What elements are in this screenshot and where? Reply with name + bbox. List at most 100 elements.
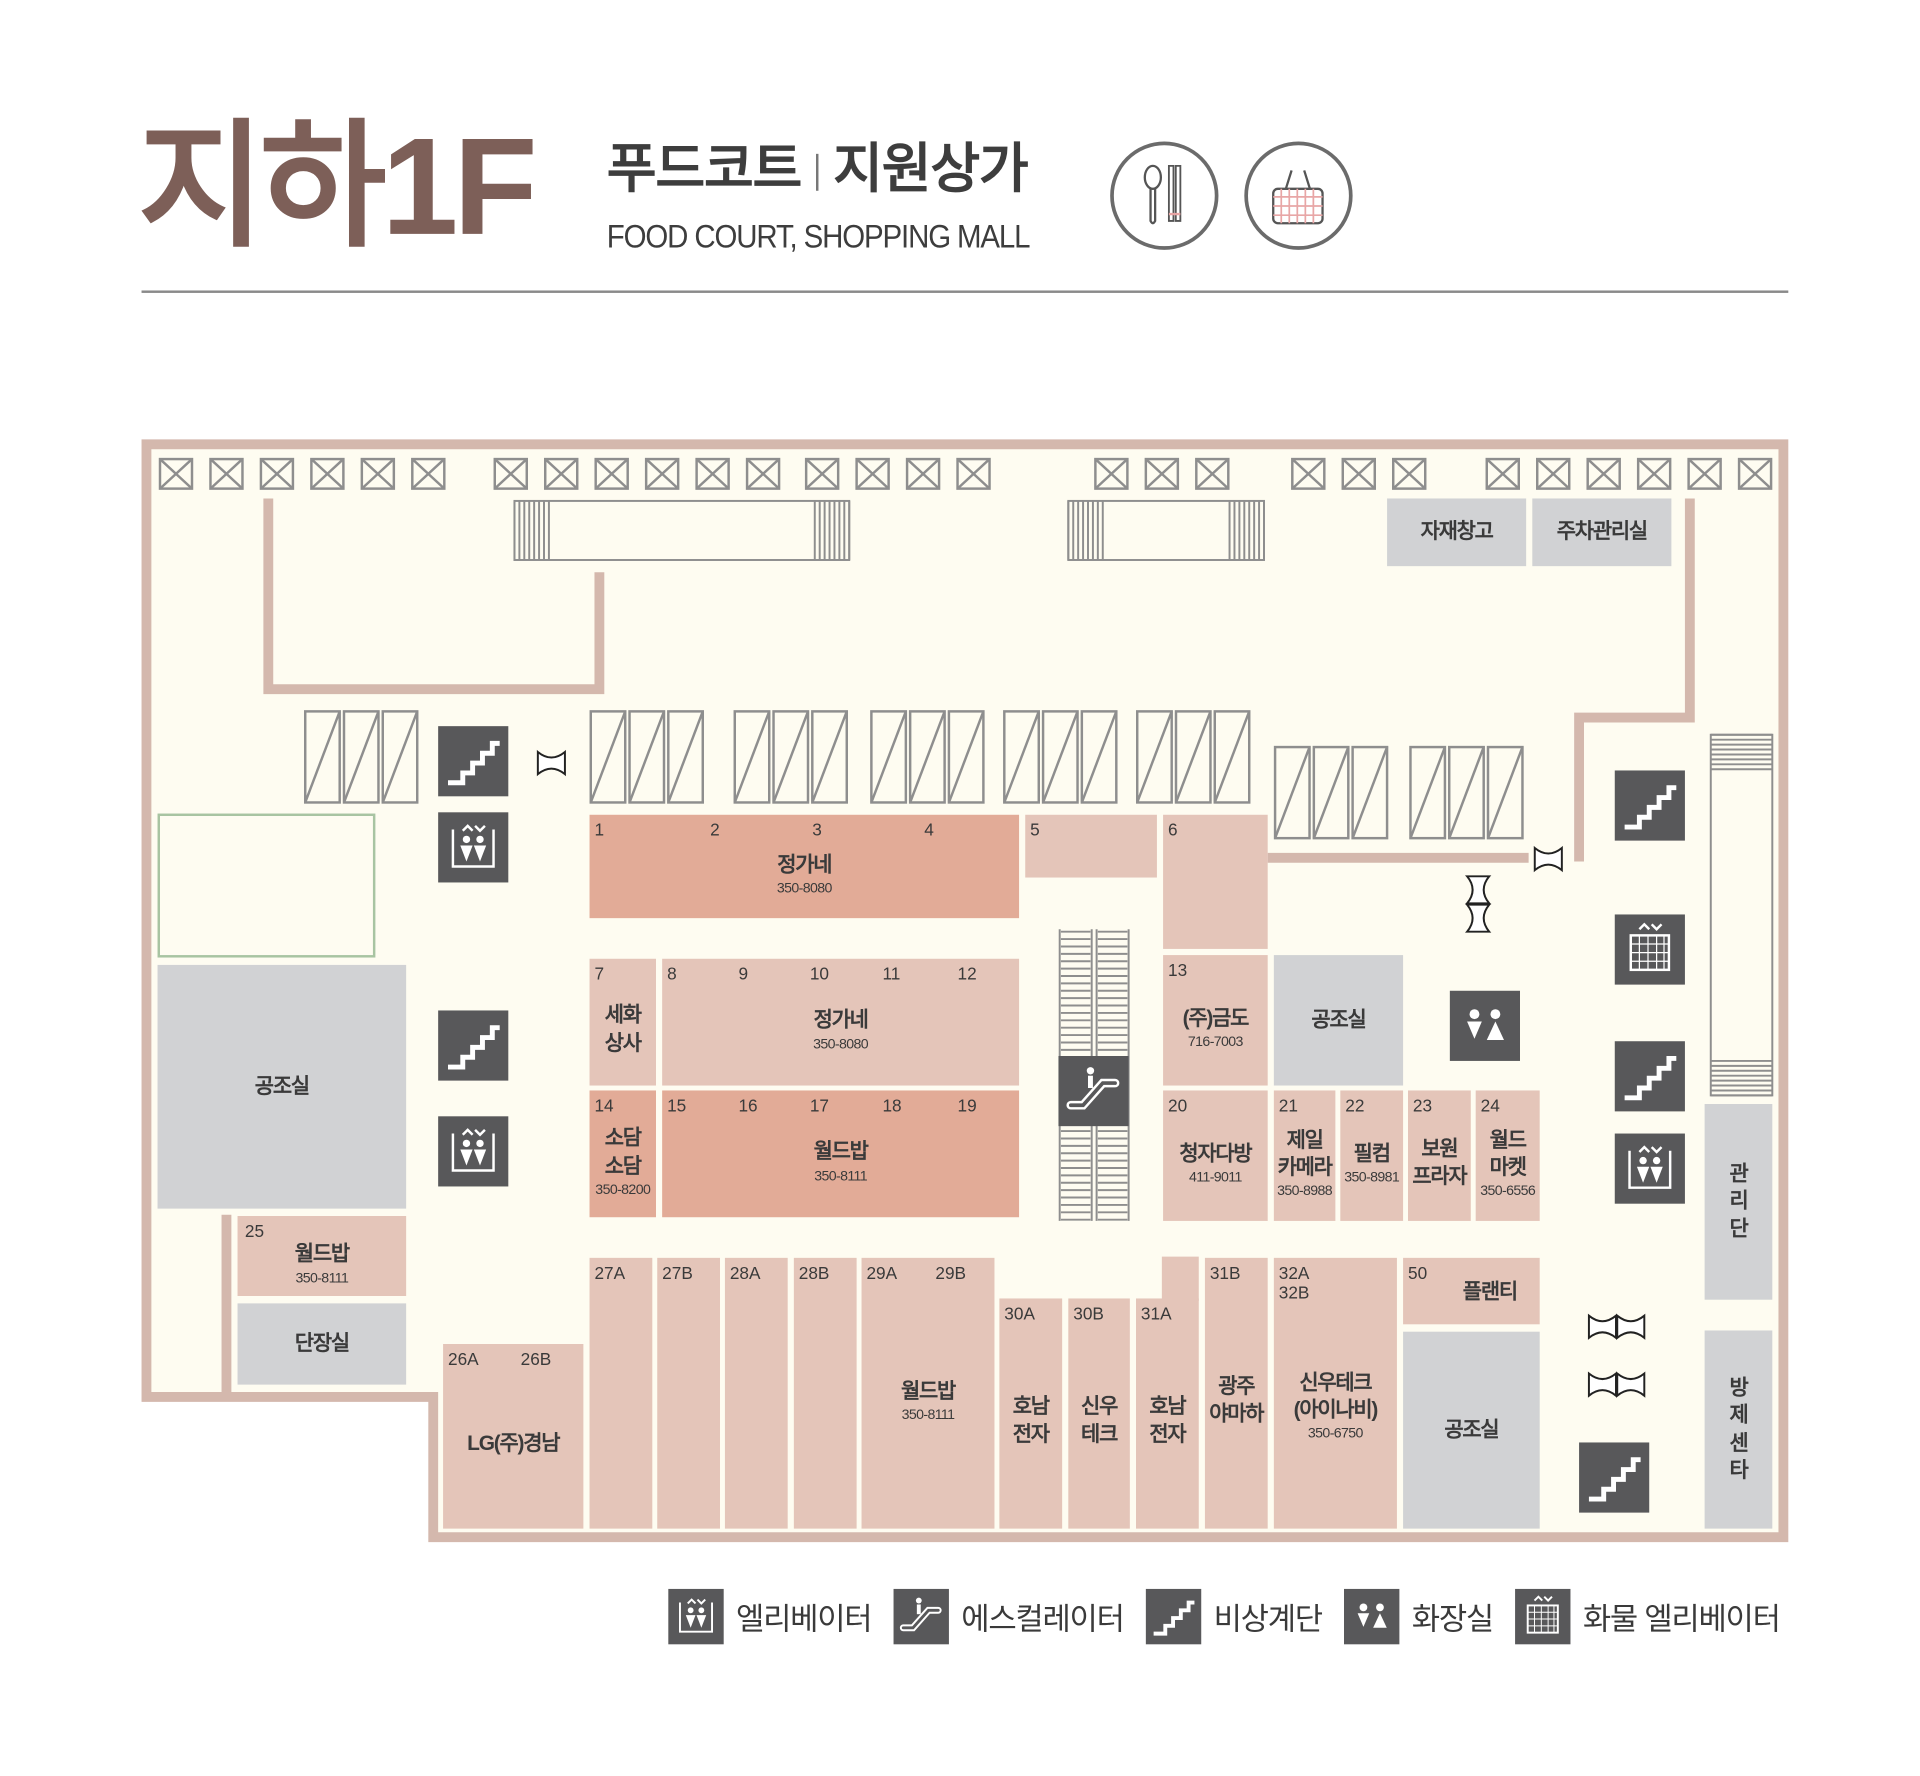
vent-cross xyxy=(1341,458,1376,490)
parking-stall xyxy=(733,710,771,804)
parking-stall xyxy=(304,710,341,804)
store-name: 보원 프라자 xyxy=(1412,1137,1467,1188)
vent-box xyxy=(544,457,579,490)
wall xyxy=(263,498,605,695)
store-number: 30B xyxy=(1073,1303,1104,1324)
store-phone: 350-8080 xyxy=(813,1036,869,1052)
elevator-icon xyxy=(668,1588,724,1645)
restroom-icon xyxy=(1344,1588,1400,1645)
store-number: 9 xyxy=(738,963,749,984)
store-s6[interactable]: 6 xyxy=(1163,814,1268,949)
store-31a-extension xyxy=(1161,1256,1199,1301)
store-number: 6 xyxy=(1168,819,1178,840)
stall-diagonal xyxy=(1273,746,1311,839)
stall-diagonal xyxy=(667,710,704,803)
store-s5[interactable]: 5 xyxy=(1025,814,1157,878)
stall-diagonal xyxy=(1136,710,1173,803)
floor-title: 지하1F xyxy=(137,109,538,264)
stall-diagonal xyxy=(1448,746,1485,839)
store-number: 30A xyxy=(1004,1303,1035,1324)
store-number: 31B xyxy=(1209,1262,1241,1283)
store-number: 31A xyxy=(1140,1303,1172,1324)
room-name: 단장실 xyxy=(294,1331,350,1356)
store-s27a[interactable]: 27A xyxy=(589,1257,653,1529)
room-gwanri: 관 리 단 xyxy=(1704,1104,1773,1300)
vent-cross xyxy=(1392,458,1427,490)
stall-diagonal xyxy=(1174,710,1212,803)
stall-diagonal xyxy=(589,710,627,803)
open-area xyxy=(157,813,376,958)
stall-diagonal xyxy=(1486,746,1524,839)
title-divider xyxy=(815,154,819,192)
header-divider xyxy=(141,290,1789,293)
store-number: 11 xyxy=(882,963,901,984)
wall xyxy=(1574,498,1695,862)
store-s28b[interactable]: 28B xyxy=(793,1257,857,1529)
door-icon xyxy=(1465,875,1492,905)
legend-label: 화장실 xyxy=(1411,1601,1494,1637)
parking-stall xyxy=(1409,745,1447,840)
stall-diagonal xyxy=(381,710,419,803)
store-phone: 350-8988 xyxy=(1277,1184,1333,1199)
store-s28a[interactable]: 28A xyxy=(724,1257,788,1529)
room-danjang: 단장실 xyxy=(237,1303,407,1385)
store-number: 27A xyxy=(594,1262,626,1283)
stall-diagonal xyxy=(342,710,380,803)
vent-cross xyxy=(645,458,679,490)
store-phone: 350-8080 xyxy=(776,881,833,897)
stall-diagonal xyxy=(1351,746,1389,839)
vent-cross xyxy=(411,458,446,490)
store-s27b[interactable]: 27B xyxy=(657,1257,721,1529)
legend-label: 엘리베이터 xyxy=(736,1601,873,1637)
store-name: 월드밥 xyxy=(294,1242,350,1266)
store-number: 14 xyxy=(594,1095,614,1116)
vent-cross xyxy=(260,458,294,490)
ventilation-grid xyxy=(158,457,1773,490)
door-icon xyxy=(1465,903,1492,933)
vent-box xyxy=(594,457,629,490)
stall-diagonal xyxy=(628,710,666,803)
store-name: 월드밥 xyxy=(900,1379,956,1404)
door-icon xyxy=(1616,1313,1646,1340)
store-number: 20 xyxy=(1168,1095,1188,1116)
store-number: 12 xyxy=(957,963,977,984)
vent-box xyxy=(1144,457,1180,490)
vent-box xyxy=(259,457,295,490)
room-name: 주차관리실 xyxy=(1556,519,1648,544)
room-jajae: 자재창고 xyxy=(1387,498,1527,567)
store-name: LG(주)경남 xyxy=(467,1431,560,1455)
store-name: (주)금도 xyxy=(1182,1006,1250,1031)
vent-box xyxy=(1737,457,1773,490)
door-icon xyxy=(1616,1371,1646,1398)
vent-cross xyxy=(159,458,193,490)
parking-stall xyxy=(1041,710,1079,804)
stairs-icon xyxy=(1579,1442,1650,1513)
vent-cross xyxy=(746,458,780,490)
shopping-basket-icon xyxy=(1244,141,1353,250)
door-icon xyxy=(1587,1371,1617,1398)
stall-diagonal xyxy=(1080,710,1118,803)
vent-box xyxy=(1291,457,1326,490)
store-number: 29A xyxy=(866,1262,898,1283)
